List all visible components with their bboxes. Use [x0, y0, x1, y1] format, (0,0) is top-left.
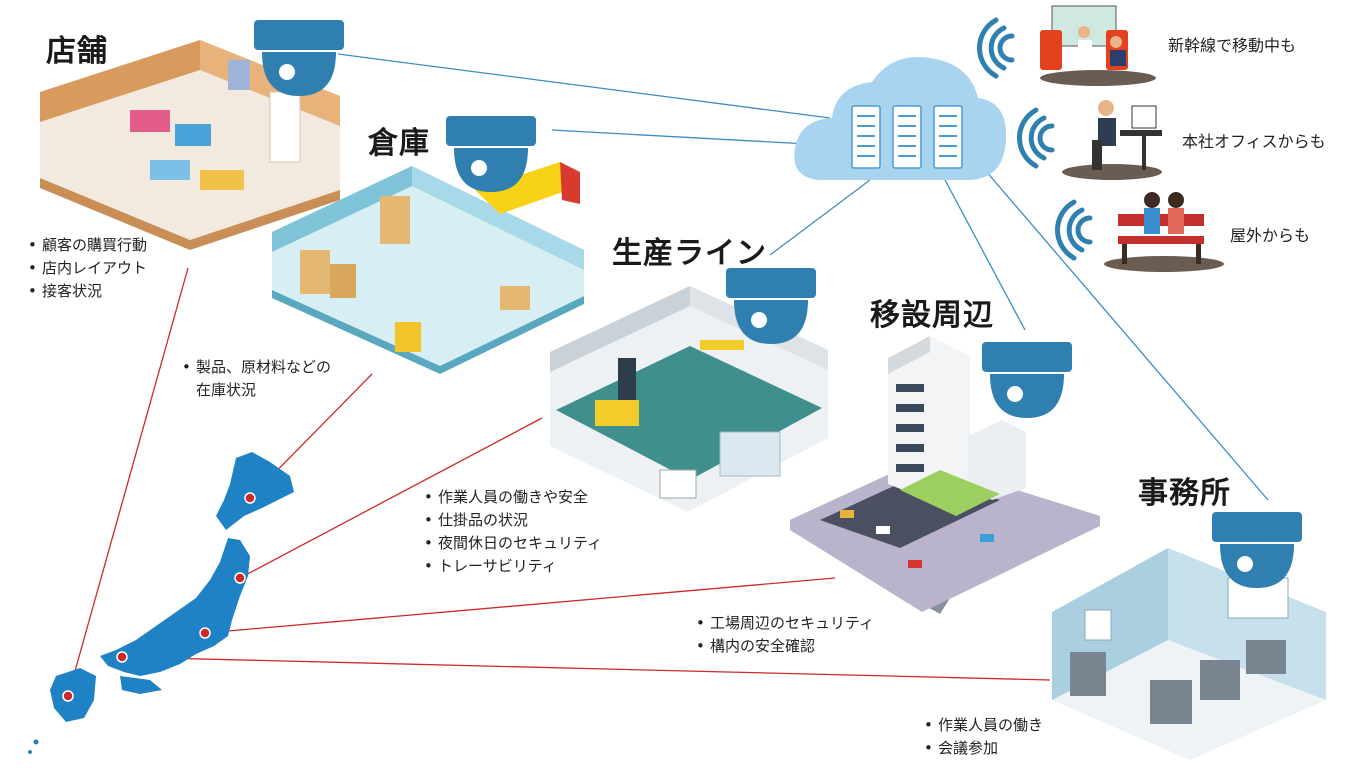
production-title: 生産ライン: [612, 236, 767, 271]
office-bullets: 作業人員の働き 会議参加: [924, 714, 1043, 760]
shinkansen-scene: [1040, 5, 1156, 86]
remote-label-shinkansen: 新幹線で移動中も: [1168, 36, 1297, 55]
list-item: トレーサビリティ: [424, 555, 602, 578]
list-item: 接客状況: [28, 280, 147, 303]
list-item: 工場周辺のセキュリティ: [696, 612, 874, 635]
office-desk-scene: [1062, 100, 1162, 180]
remote-label-headoffice: 本社オフィスからも: [1182, 132, 1326, 151]
production-bullets: 作業人員の働きや安全 仕掛品の状況 夜間休日のセキュリティ トレーサビリティ: [424, 486, 602, 578]
list-item-continuation: 在庫状況: [196, 381, 257, 399]
network-lines: [337, 53, 1269, 501]
store-illustration: [40, 40, 340, 250]
list-item: 会議参加: [924, 737, 1043, 760]
office-title: 事務所: [1138, 476, 1231, 511]
wifi-signal-icon: [977, 17, 1015, 79]
list-item: 作業人員の働き: [924, 714, 1043, 737]
list-item: 作業人員の働きや安全: [424, 486, 602, 509]
production-illustration: [550, 286, 828, 512]
list-item: 製品、原材料などの: [182, 356, 331, 379]
dome-camera-icon: [726, 268, 816, 344]
warehouse-title: 倉庫: [368, 126, 430, 161]
wifi-signal-icon: [1055, 199, 1093, 261]
cloud-server-icon: [794, 57, 1007, 180]
map-markers: [62, 492, 256, 702]
park-bench-scene: [1104, 192, 1224, 272]
list-item: 店内レイアウト: [28, 257, 147, 280]
store-title: 店舗: [46, 34, 108, 69]
dome-camera-icon: [446, 116, 536, 192]
list-item: 夜間休日のセキュリティ: [424, 532, 602, 555]
dome-camera-icon: [982, 342, 1072, 418]
list-item: 顧客の購買行動: [28, 234, 147, 257]
wifi-signal-icon: [1017, 107, 1055, 169]
store-bullets: 顧客の購買行動 店内レイアウト 接客状況: [28, 234, 147, 303]
facility-illustration: [790, 336, 1100, 614]
warehouse-bullets: 製品、原材料などの 在庫状況: [182, 356, 331, 402]
dome-camera-icon: [1212, 512, 1302, 588]
facility-title: 移設周辺: [870, 298, 994, 333]
dome-camera-icon: [254, 20, 344, 96]
list-item: 構内の安全確認: [696, 635, 874, 658]
list-item: 仕掛品の状況: [424, 509, 602, 532]
facility-bullets: 工場周辺のセキュリティ 構内の安全確認: [696, 612, 874, 658]
office-illustration: [1052, 548, 1326, 760]
remote-label-outdoor: 屋外からも: [1230, 226, 1311, 245]
warehouse-illustration: [272, 162, 584, 374]
